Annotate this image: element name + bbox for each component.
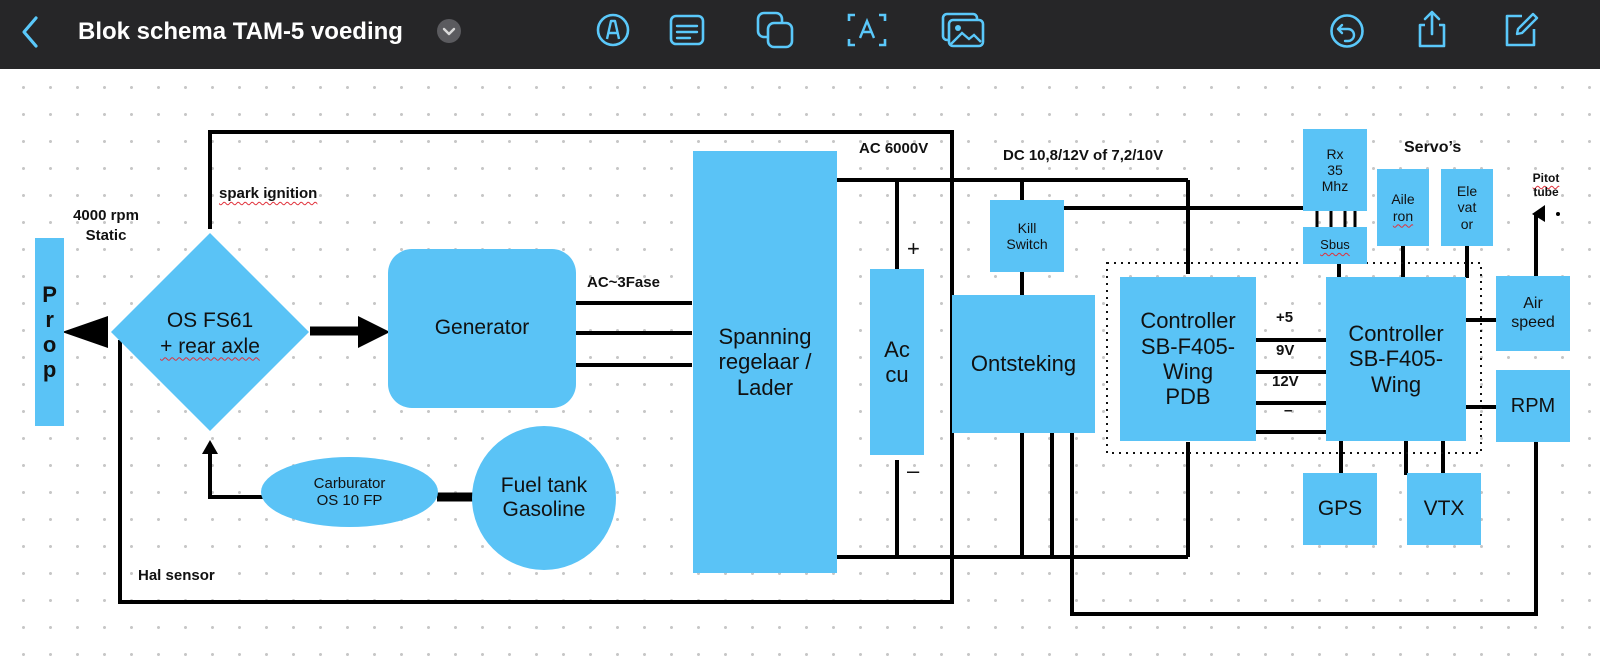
airspeed-line1: Air <box>1523 295 1543 313</box>
drawing-canvas[interactable]: Prop OS FS61 + rear axle Generator Carbu… <box>0 69 1600 661</box>
carburator-label: Carburator <box>313 474 386 492</box>
ctrl-line3: Wing <box>1370 371 1422 397</box>
accu-plus-label: + <box>907 236 920 261</box>
spanning-line2: regelaar / <box>718 349 812 375</box>
spark-ignition-text: spark ignition <box>219 185 318 202</box>
airspeed-block[interactable]: Air speed <box>1496 276 1570 351</box>
accu-minus-label: – <box>907 458 920 483</box>
spanning-line3: Lader <box>736 374 794 400</box>
rx-block[interactable]: Rx 35 Mhz <box>1303 129 1367 211</box>
pdb-line3: Wing <box>1162 359 1214 384</box>
elevator-line2: vat <box>1457 199 1477 216</box>
top-toolbar: Blok schema TAM-5 voeding <box>0 0 1600 69</box>
connection-lines <box>62 130 1560 616</box>
spanning-regelaar-block[interactable]: Spanning regelaar / Lader <box>693 151 837 573</box>
accu-line1: Ac <box>884 336 910 362</box>
compose-icon[interactable] <box>1500 10 1540 50</box>
engine-label: OS FS61 + rear axle <box>140 308 280 361</box>
pitot-text: Pitot <box>1532 171 1560 185</box>
elevator-line1: Ele <box>1456 183 1478 200</box>
accu-line2: cu <box>885 362 909 387</box>
voltage-9-label: 9V <box>1276 342 1295 359</box>
shapes-icon[interactable] <box>755 10 795 50</box>
elevator-line3: or <box>1460 215 1474 232</box>
pdb-line1: Controller <box>1140 308 1236 334</box>
rx-line3: Mhz <box>1321 178 1349 195</box>
rpm-label: RPM <box>1510 394 1556 417</box>
pitot-tube-label: Pitot tube <box>1526 171 1566 200</box>
ctrl-line1: Controller <box>1348 321 1444 347</box>
text-note-icon[interactable] <box>668 12 706 48</box>
share-icon[interactable] <box>1414 8 1450 50</box>
document-title[interactable]: Blok schema TAM-5 voeding <box>78 18 403 45</box>
gps-label: GPS <box>1317 496 1363 520</box>
fuel-tank-circle[interactable]: Fuel tank Gasoline <box>472 426 616 570</box>
rx-line1: Rx <box>1326 145 1344 162</box>
generator-label: Generator <box>434 316 530 340</box>
dc-voltage-label: DC 10,8/12V of 7,2/10V <box>1003 147 1164 164</box>
carburator-model: OS 10 FP <box>316 492 383 509</box>
kill-line1: Kill <box>1017 219 1037 236</box>
aileron-servo-block[interactable]: Aile ron <box>1377 169 1429 246</box>
ctrl-line2: SB-F405- <box>1348 346 1444 372</box>
voltage-12-label: 12V <box>1272 373 1299 390</box>
engine-axle: + rear axle <box>160 335 260 359</box>
tube-text: tube <box>1533 184 1559 199</box>
aileron-line2: ron <box>1392 207 1414 224</box>
kill-switch-block[interactable]: Kill Switch <box>990 200 1064 272</box>
ontsteking-block[interactable]: Ontsteking <box>952 295 1095 433</box>
fuel-type: Gasoline <box>502 498 586 521</box>
sbus-label: Sbus <box>1320 237 1350 253</box>
sbus-block[interactable]: Sbus <box>1303 227 1367 264</box>
text-box-icon[interactable] <box>846 12 888 48</box>
ac-6000v-label: AC 6000V <box>859 140 929 157</box>
vtx-label: VTX <box>1423 496 1465 520</box>
voltage-5-label: +5 <box>1276 309 1294 326</box>
undo-icon[interactable] <box>1328 12 1366 50</box>
accu-block[interactable]: Ac cu <box>870 269 924 455</box>
spanning-line1: Spanning <box>718 324 812 350</box>
voltage-minus-label: – <box>1284 402 1293 419</box>
controller-wing-block[interactable]: Controller SB-F405- Wing <box>1326 277 1466 441</box>
rx-line2: 35 <box>1327 161 1343 178</box>
pdb-line2: SB-F405- <box>1140 333 1236 359</box>
chevron-down-circle-icon[interactable] <box>436 18 462 44</box>
ontsteking-label: Ontsteking <box>970 351 1077 377</box>
prop-label: Prop <box>37 282 63 382</box>
rpm-value: 4000 rpm <box>73 207 139 224</box>
kill-line2: Switch <box>1006 236 1048 252</box>
airspeed-line2: speed <box>1511 313 1555 331</box>
gps-block[interactable]: GPS <box>1303 473 1377 545</box>
aileron-line1: Aile <box>1391 191 1415 208</box>
prop-block[interactable]: Prop <box>35 238 64 426</box>
pdb-line4: PDB <box>1165 384 1211 410</box>
markup-pen-icon[interactable] <box>595 12 631 48</box>
spark-ignition-label: spark ignition <box>219 185 317 202</box>
engine-name: OS FS61 <box>166 309 254 332</box>
hal-sensor-label: Hal sensor <box>138 567 215 584</box>
rpm-static-label: 4000 rpm Static <box>58 206 154 247</box>
ac-3fase-label: AC~3Fase <box>587 274 660 291</box>
rpm-block[interactable]: RPM <box>1496 370 1570 442</box>
static-text: Static <box>85 227 127 245</box>
generator-block[interactable]: Generator <box>388 249 576 408</box>
servos-label: Servo’s <box>1404 139 1462 156</box>
carburator-ellipse[interactable]: Carburator OS 10 FP <box>261 457 438 527</box>
chevron-left-icon[interactable] <box>16 14 44 50</box>
media-icon[interactable] <box>940 11 986 49</box>
fuel-tank-label: Fuel tank <box>500 473 588 497</box>
elevator-servo-block[interactable]: Ele vat or <box>1441 169 1493 246</box>
vtx-block[interactable]: VTX <box>1407 473 1481 545</box>
controller-pdb-block[interactable]: Controller SB-F405- Wing PDB <box>1120 277 1256 441</box>
